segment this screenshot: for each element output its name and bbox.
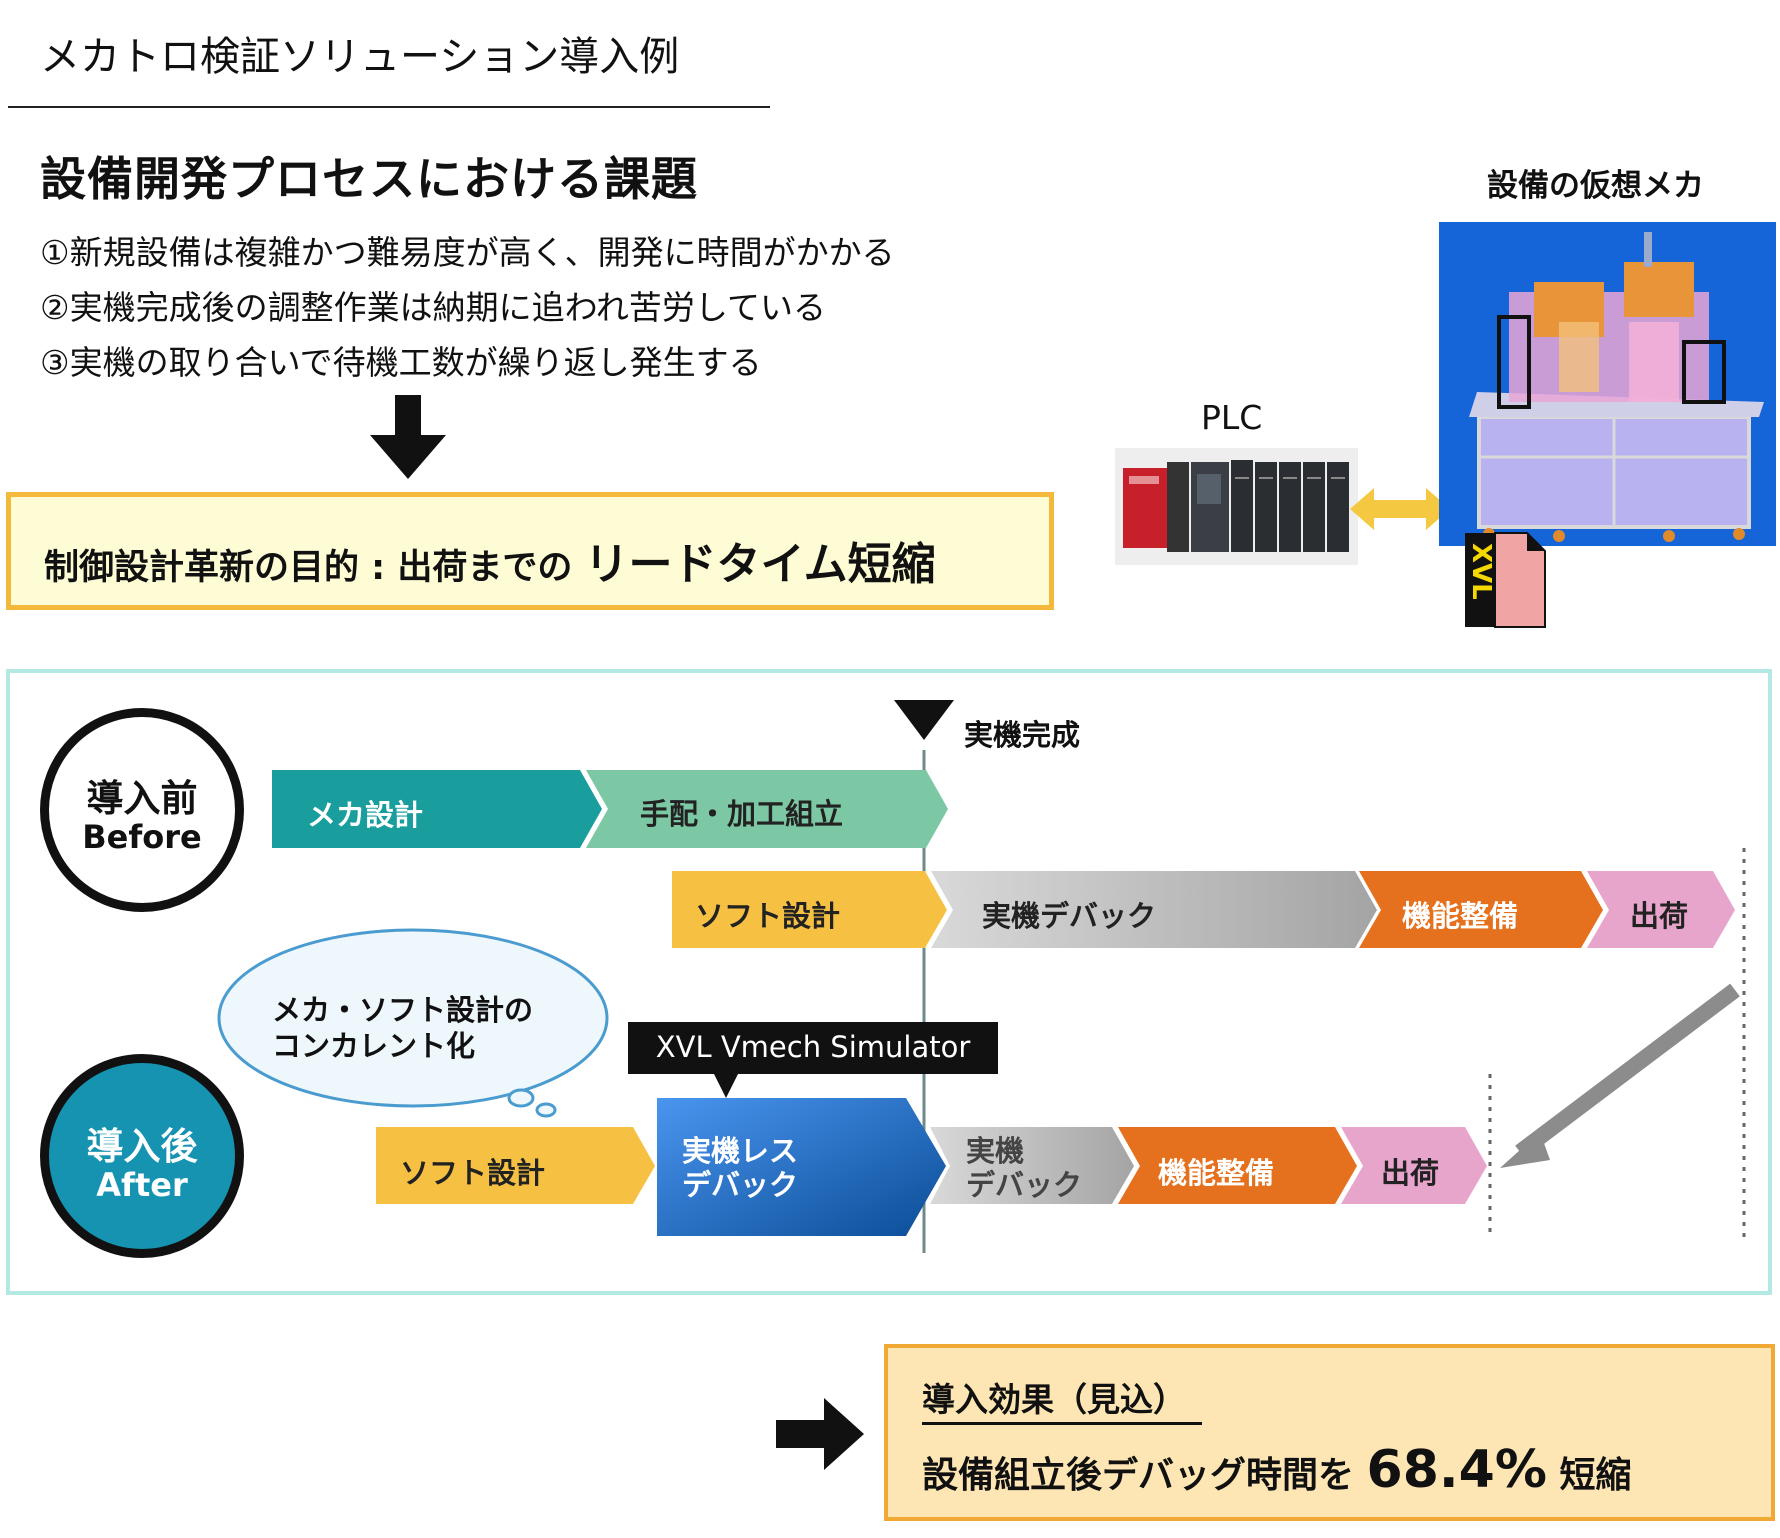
step-machineless-debug: 実機レス デバック: [682, 1134, 798, 1202]
step-function-maintenance-before: 機能整備: [1402, 899, 1519, 933]
goal-prefix: 制御設計革新の目的 : 出荷までの: [44, 548, 585, 588]
chevron-soft-design-before: [672, 871, 947, 948]
step-soft-design-before: ソフト設計: [695, 899, 841, 933]
step-machine-debug-after: 実機 デバック: [966, 1134, 1082, 1202]
effect-heading: 導入効果（見込）: [922, 1380, 1186, 1419]
issue-item-3: ③実機の取り合いで待機工数が繰り返し発生する: [40, 343, 762, 382]
thought-bubble-dot: [507, 1088, 535, 1108]
effect-text-after: 短縮: [1546, 1455, 1632, 1496]
right-arrow-icon: [776, 1398, 864, 1470]
chevron-machine-debug-after: [930, 1127, 1134, 1204]
bidirectional-arrow-icon: [1350, 488, 1450, 530]
before-phase-badge: [40, 708, 244, 912]
bubble-line-2: コンカレント化: [272, 1029, 476, 1063]
reduction-arrow-shaft: [1515, 983, 1740, 1159]
thought-bubble: [217, 928, 609, 1108]
chevron-procure-assemble: [586, 770, 948, 848]
effect-text-before: 設備組立後デバッグ時間を: [922, 1455, 1367, 1496]
issues-heading: 設備開発プロセスにおける課題: [40, 152, 698, 206]
process-timeline-frame: [6, 669, 1772, 1295]
chevron-machineless-debug: [657, 1098, 946, 1236]
step-procure-assemble: 手配・加工組立: [640, 797, 844, 831]
step-machine-debug-after-line-1: 実機: [966, 1134, 1025, 1168]
reduction-arrow-icon: [1500, 1132, 1550, 1168]
step-machineless-debug-line-1: 実機レス: [682, 1134, 799, 1168]
issue-item-2: ②実機完成後の調整作業は納期に追われ苦労している: [40, 288, 826, 327]
goal-box: [6, 492, 1054, 610]
before-title: 導入前: [86, 777, 198, 820]
plc-photo: [1115, 448, 1358, 565]
step-mech-design: メカ設計: [307, 798, 424, 832]
tool-callout: [628, 1022, 998, 1074]
step-soft-design-after: ソフト設計: [400, 1156, 546, 1190]
chevron-machine-debug-before: [931, 871, 1377, 948]
milestone-label: 実機完成: [964, 718, 1081, 752]
virtual-mech-model: [1439, 222, 1776, 546]
chevron-shipping-after: [1341, 1127, 1487, 1204]
chevron-function-maintenance-before: [1359, 871, 1603, 948]
bubble-line-1: メカ・ソフト設計の: [272, 993, 534, 1027]
xvl-badge-text: XVL: [1466, 543, 1496, 600]
virtual-mech-label: 設備の仮想メカ: [1487, 168, 1704, 204]
step-machine-debug-after-line-2: デバック: [966, 1168, 1083, 1202]
xvl-file-icon: XVL: [1465, 532, 1546, 628]
chevron-soft-design-after: [376, 1127, 655, 1204]
step-machineless-debug-line-2: デバック: [682, 1168, 799, 1202]
goal-statement: 制御設計革新の目的 : 出荷までの リードタイム短縮: [44, 528, 936, 592]
plc-label: PLC: [1201, 398, 1263, 437]
tool-name: XVL Vmech Simulator: [655, 1030, 971, 1064]
after-phase-badge: [40, 1054, 244, 1258]
step-function-maintenance-after: 機能整備: [1158, 1156, 1275, 1190]
effect-box: [884, 1344, 1775, 1521]
effect-value: 68.4%: [1366, 1440, 1547, 1500]
bubble-text: メカ・ソフト設計の コンカレント化: [272, 992, 533, 1064]
chevron-function-maintenance-after: [1118, 1127, 1357, 1204]
page-title: メカトロ検証ソリューション導入例: [40, 34, 680, 80]
thought-bubble-dot-small: [535, 1102, 557, 1118]
issue-item-1: ①新規設備は複雑かつ難易度が高く、開発に時間がかかる: [40, 233, 895, 272]
tool-callout-pointer: [714, 1074, 738, 1098]
step-shipping-before: 出荷: [1630, 899, 1689, 933]
step-shipping-after: 出荷: [1381, 1156, 1440, 1190]
after-title: 導入後: [86, 1125, 198, 1168]
before-subtitle: Before: [82, 818, 202, 856]
chevron-mech-design: [272, 770, 602, 848]
milestone-marker-icon: [894, 700, 954, 740]
chevron-shipping-before: [1587, 871, 1735, 948]
down-arrow-icon: [370, 395, 446, 479]
effect-statement: 設備組立後デバッグ時間を 68.4% 短縮: [922, 1440, 1632, 1500]
after-subtitle: After: [96, 1166, 188, 1204]
title-divider: [8, 106, 770, 108]
step-machine-debug-before: 実機デバック: [982, 899, 1157, 933]
goal-emphasis: リードタイム短縮: [584, 539, 936, 590]
effect-heading-underline: [922, 1422, 1202, 1425]
